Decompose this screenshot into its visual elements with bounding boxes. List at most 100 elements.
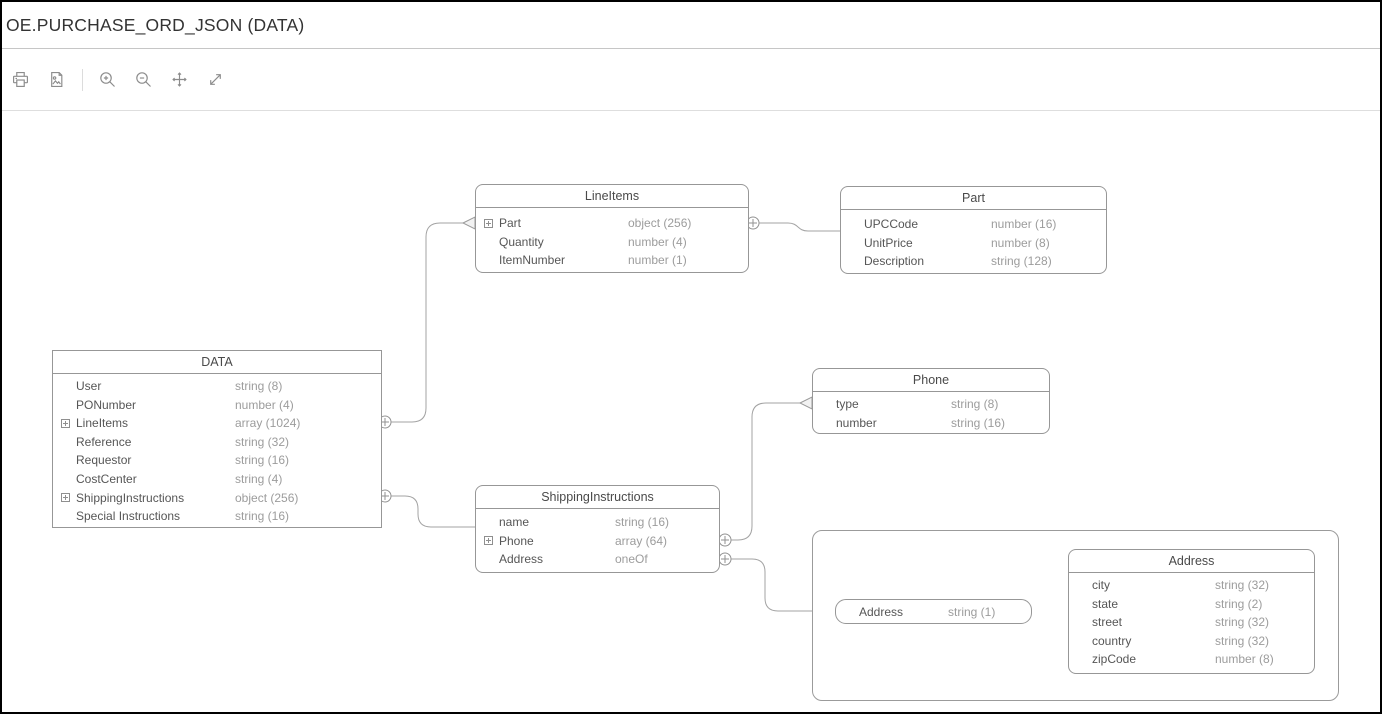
field-name: street [1092, 615, 1123, 630]
toolbar [2, 49, 1380, 111]
anchor-data-shipping [378, 489, 392, 503]
field-type: oneOf [615, 552, 648, 567]
table-title: LineItems [476, 185, 748, 208]
field-type: number (16) [991, 217, 1057, 231]
field-name: PONumber [76, 397, 137, 412]
field-name: UnitPrice [864, 235, 913, 250]
field-type: string (32) [1215, 615, 1270, 630]
field-name: Requestor [76, 453, 132, 468]
field-name: LineItems [76, 416, 129, 431]
field-type: string (32) [1215, 633, 1270, 648]
print-button[interactable] [8, 68, 32, 92]
field-row[interactable]: Requestor string (16) [53, 451, 381, 470]
crowfoot-lineitems [461, 216, 476, 230]
crowfoot-phone [798, 396, 813, 410]
table-title: ShippingInstructions [476, 486, 719, 509]
field-type: number (1) [628, 253, 687, 268]
field-row[interactable]: Description string (128) [841, 252, 1106, 271]
printer-icon [12, 72, 28, 87]
field-type: object (256) [235, 490, 299, 505]
connector-data-lineitems [385, 222, 463, 423]
field-type: array (1024) [235, 416, 301, 431]
fit-button[interactable] [203, 68, 227, 92]
export-image-button[interactable] [44, 68, 68, 92]
field-name: Address [499, 552, 544, 567]
field-row[interactable]: street string (32) [1069, 613, 1314, 632]
field-type: array (64) [615, 533, 668, 548]
field-name: country [1092, 633, 1132, 648]
zoom-in-button[interactable] [95, 68, 119, 92]
pan-move-icon [171, 72, 187, 87]
field-row[interactable]: CostCenter string (4) [53, 470, 381, 489]
field-name: state [1092, 596, 1119, 611]
field-name: CostCenter [76, 471, 137, 486]
field-type: number (8) [1215, 652, 1274, 667]
field-row[interactable]: LineItems array (1024) [53, 414, 381, 433]
field-type: string (4) [235, 471, 283, 486]
connector-lineitems-part [753, 222, 840, 232]
field-name: Quantity [499, 234, 544, 249]
field-type: number (8) [991, 235, 1050, 250]
field-name: Part [499, 216, 522, 230]
expand-plus-icon[interactable] [484, 218, 493, 228]
zoom-in-icon [99, 72, 115, 87]
field-row[interactable]: UnitPrice number (8) [841, 234, 1106, 253]
field-type: string (128) [991, 254, 1052, 269]
export-image-icon [50, 72, 62, 87]
connector-layer [378, 216, 840, 612]
field-name: name [499, 515, 530, 529]
field-type: string (16) [235, 453, 290, 468]
expand-plus-icon[interactable] [61, 418, 70, 428]
field-name: Reference [76, 434, 132, 449]
table-title: Part [841, 187, 1106, 210]
field-row[interactable]: name string (16) [476, 513, 719, 532]
connector-shipping-address [725, 558, 812, 612]
entity-shippinginstructions[interactable]: ShippingInstructions name string (16) Phone… [475, 485, 720, 573]
field-type: string (16) [615, 515, 670, 529]
field-name: Special Instructions [76, 509, 181, 524]
field-row[interactable]: Address oneOf [476, 550, 719, 569]
field-name: city [1092, 578, 1110, 592]
field-name: Description [864, 254, 925, 269]
expand-plus-icon[interactable] [61, 493, 70, 503]
anchor-shipping-address [718, 552, 732, 566]
field-row[interactable]: country string (32) [1069, 632, 1314, 651]
pan-button[interactable] [167, 68, 191, 92]
table-title: Phone [813, 369, 1049, 392]
connector-data-shipping [385, 495, 475, 528]
toolbar-divider [82, 68, 83, 91]
zoom-out-button[interactable] [131, 68, 155, 92]
expand-plus-icon[interactable] [484, 536, 493, 546]
fit-expand-icon [209, 74, 221, 85]
